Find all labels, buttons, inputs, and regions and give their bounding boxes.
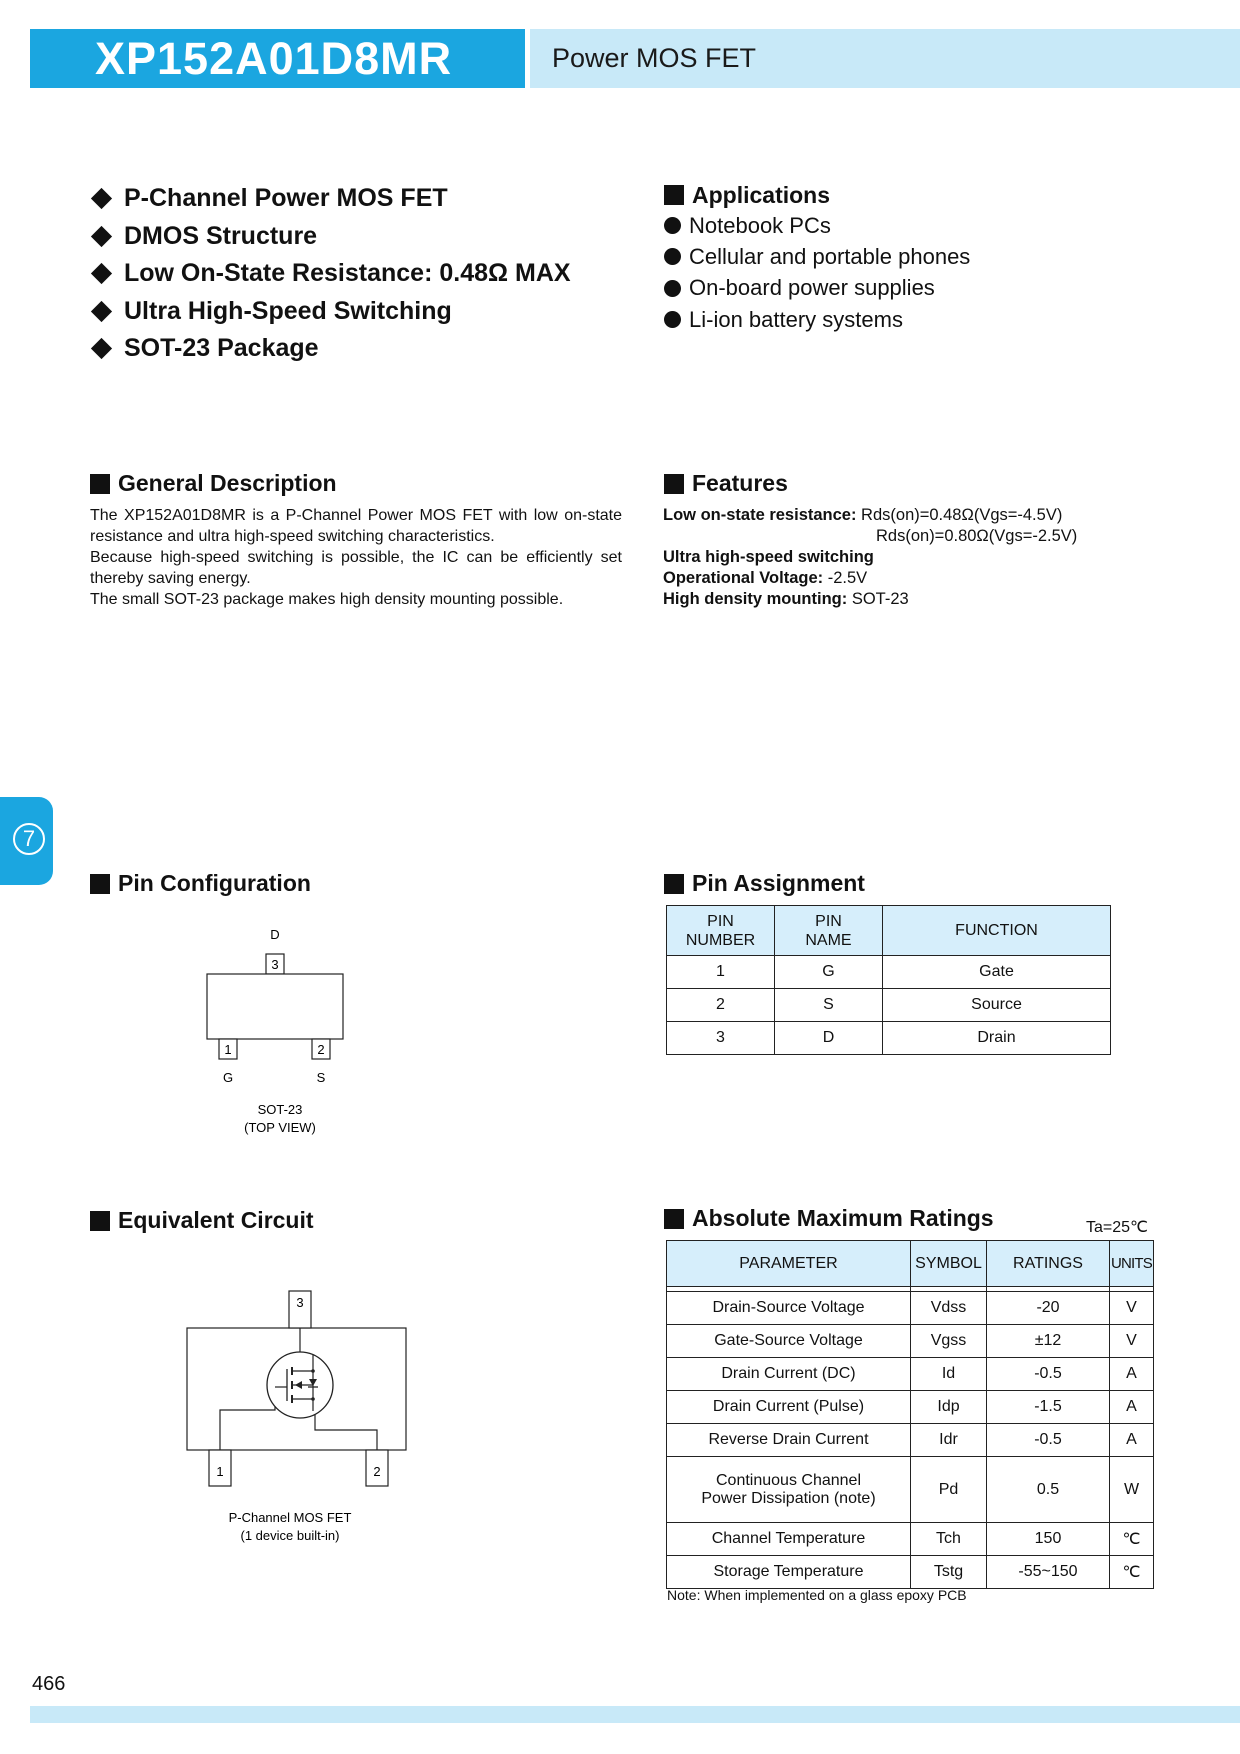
application-item: Li-ion battery systems <box>664 304 970 335</box>
pin-left-label: G <box>223 1070 233 1085</box>
product-type: Power MOS FET <box>552 43 757 73</box>
feature-row: High density mounting: SOT-23 <box>663 590 909 608</box>
ratings-note: Note: When implemented on a glass epoxy … <box>667 1587 967 1603</box>
feature-row: Ultra high-speed switching <box>663 548 874 566</box>
header-bar-left <box>30 29 525 88</box>
table-row: Drain-Source Voltage Vdss -20 V <box>666 1291 1154 1325</box>
table-row: Channel Temperature Tch 150 ℃ <box>666 1522 1154 1556</box>
square-bullet-icon <box>90 873 110 894</box>
circuit-caption: P-Channel MOS FET <box>229 1510 352 1525</box>
feature-row: Operational Voltage: -2.5V <box>663 569 868 587</box>
general-description-heading: General Description <box>90 470 337 497</box>
key-point: P-Channel Power MOS FET <box>90 180 571 218</box>
key-point: DMOS Structure <box>90 218 571 256</box>
pin-configuration-heading: Pin Configuration <box>90 870 311 897</box>
table-row: Drain Current (Pulse) Idp -1.5 A <box>666 1390 1154 1424</box>
key-point: SOT-23 Package <box>90 330 571 368</box>
pin-top-label: D <box>270 927 279 942</box>
source-wire <box>314 1411 378 1450</box>
application-item: Notebook PCs <box>664 210 970 241</box>
table-row: Drain Current (DC) Id -0.5 A <box>666 1357 1154 1391</box>
table-row: Gate-Source Voltage Vgss ±12 V <box>666 1324 1154 1358</box>
diamond-bullet-icon <box>90 338 113 360</box>
pin-left-number: 1 <box>224 1042 231 1057</box>
circuit-pin-right: 2 <box>373 1464 380 1479</box>
sot23-package-diagram: D 3 1 2 G S SOT-23 (TOP VIEW) <box>206 927 344 1135</box>
absolute-maximum-ratings-table: PARAMETER SYMBOL RATINGS UNITS Drain-Sou… <box>666 1240 1154 1589</box>
key-point: Low On-State Resistance: 0.48Ω MAX <box>90 255 571 293</box>
package-caption: SOT-23 <box>258 1102 303 1117</box>
diamond-bullet-icon <box>90 263 113 285</box>
footer-bar <box>30 1706 1240 1723</box>
pin-right-label: S <box>317 1070 326 1085</box>
features-heading: Features <box>664 470 788 497</box>
equivalent-circuit-heading: Equivalent Circuit <box>90 1207 314 1234</box>
diamond-bullet-icon <box>90 188 113 210</box>
circuit-pin-top: 3 <box>296 1295 303 1310</box>
junction-dot <box>311 1397 315 1401</box>
pin-right-number: 2 <box>317 1042 324 1057</box>
diode-icon <box>309 1379 317 1386</box>
square-bullet-icon <box>664 185 684 205</box>
square-bullet-icon <box>664 473 684 494</box>
junction-dot <box>311 1369 315 1373</box>
table-row: 3 D Drain <box>666 1021 1111 1055</box>
application-item: On-board power supplies <box>664 273 970 304</box>
equivalent-circuit-diagram: 3 1 2 P-Channel MOS FET (1 device built-… <box>186 1290 407 1543</box>
circle-bullet-icon <box>664 311 681 329</box>
features-list: Low on-state resistance: Rds(on)=0.48Ω(V… <box>663 505 1077 610</box>
key-points-list: P-Channel Power MOS FET DMOS Structure L… <box>90 180 571 368</box>
pin-top-number: 3 <box>271 957 278 972</box>
header-symbol: SYMBOL <box>910 1240 987 1287</box>
table-row: Reverse Drain Current Idr -0.5 A <box>666 1423 1154 1457</box>
pin-2-box <box>311 1038 331 1060</box>
chapter-number: 7 <box>13 823 45 855</box>
general-description-text: The XP152A01D8MR is a P-Channel Power MO… <box>90 505 622 610</box>
square-bullet-icon <box>90 1210 110 1231</box>
arrow-icon <box>295 1381 302 1389</box>
header-ratings: RATINGS <box>986 1240 1110 1287</box>
circle-bullet-icon <box>664 217 681 235</box>
circuit-caption-2: (1 device built-in) <box>241 1528 340 1543</box>
feature-row: Rds(on)=0.80Ω(Vgs=-2.5V) <box>876 527 1078 545</box>
description-paragraph: Because high-speed switching is possible… <box>90 549 622 587</box>
diamond-bullet-icon <box>90 225 113 247</box>
table-row: 1 G Gate <box>666 955 1111 989</box>
diamond-bullet-icon <box>90 300 113 322</box>
header-bar-right <box>530 29 1240 88</box>
header-function: FUNCTION <box>882 905 1111 956</box>
application-item: Cellular and portable phones <box>664 241 970 272</box>
circuit-pin-left: 1 <box>216 1464 223 1479</box>
square-bullet-icon <box>90 473 110 494</box>
feature-row: Low on-state resistance: Rds(on)=0.48Ω(V… <box>663 506 1063 524</box>
square-bullet-icon <box>664 873 684 894</box>
absolute-maximum-ratings-heading: Absolute Maximum Ratings <box>664 1205 994 1232</box>
page-number: 466 <box>32 1673 66 1695</box>
ambient-condition: Ta=25℃ <box>1086 1219 1149 1236</box>
applications-section: Applications Notebook PCs Cellular and p… <box>664 180 970 335</box>
table-header-row: PARAMETER SYMBOL RATINGS UNITS <box>666 1240 1154 1287</box>
applications-heading: Applications <box>664 180 970 210</box>
key-point: Ultra High-Speed Switching <box>90 293 571 331</box>
view-caption: (TOP VIEW) <box>244 1120 316 1135</box>
pin-assignment-heading: Pin Assignment <box>664 870 865 897</box>
description-paragraph: The small SOT-23 package makes high dens… <box>90 591 564 608</box>
part-number: XP152A01D8MR <box>95 33 453 84</box>
header-parameter: PARAMETER <box>666 1240 911 1287</box>
circle-bullet-icon <box>664 279 681 297</box>
table-row: 2 S Source <box>666 988 1111 1022</box>
circle-bullet-icon <box>664 248 681 266</box>
description-paragraph: The XP152A01D8MR is a P-Channel Power MO… <box>90 507 622 545</box>
header-units: UNITS <box>1109 1240 1154 1287</box>
header-gap <box>666 1286 1154 1292</box>
table-row: Storage Temperature Tstg -55~150 ℃ <box>666 1555 1154 1589</box>
pin-1-box <box>218 1038 238 1060</box>
square-bullet-icon <box>664 1208 684 1229</box>
package-body <box>206 973 344 1040</box>
